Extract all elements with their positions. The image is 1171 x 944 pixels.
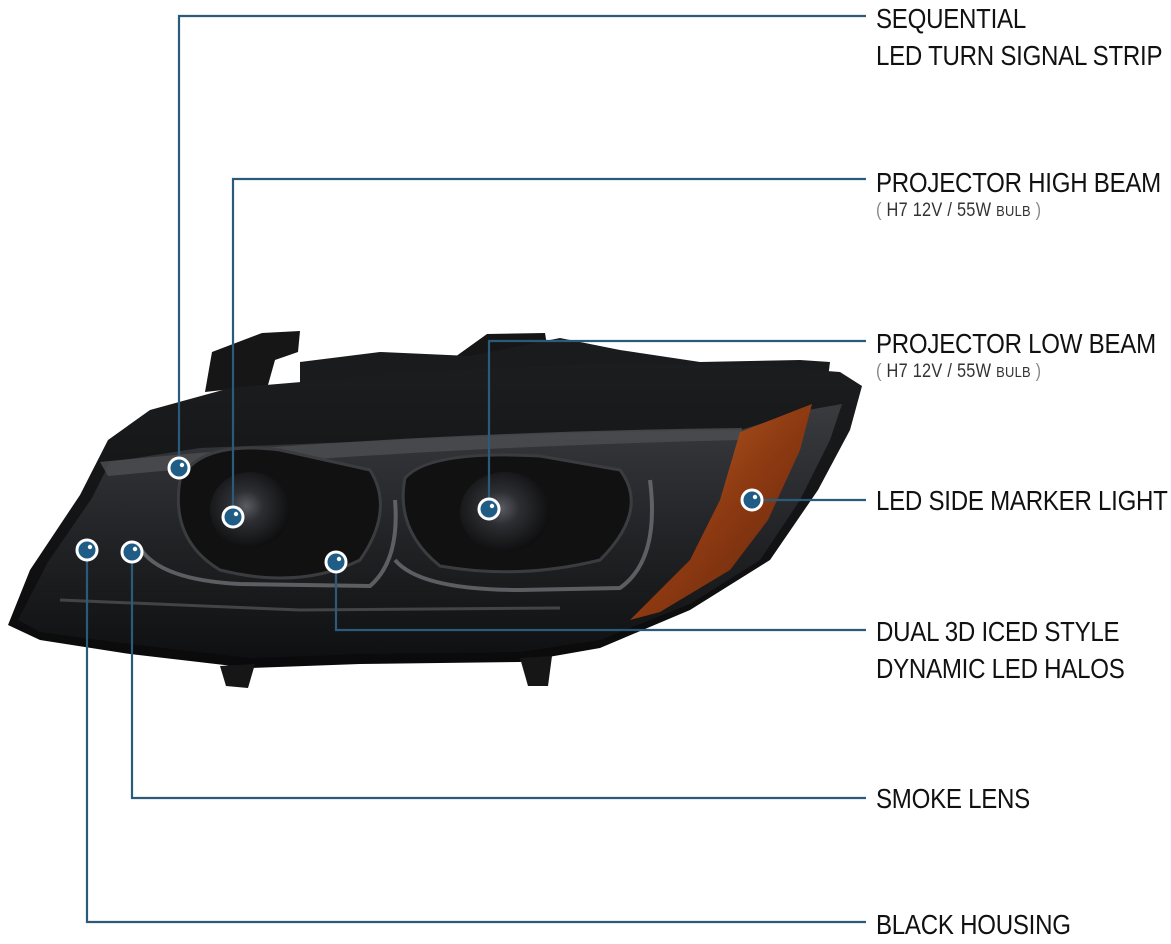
label-side-marker-line1: LED SIDE MARKER LIGHT — [876, 485, 1168, 516]
leader-housing — [85, 550, 866, 924]
label-high-beam: PROJECTOR HIGH BEAM ( H7 12V / 55W BULB … — [876, 164, 1171, 222]
label-low-beam-spec-main: H7 12V / 55W — [886, 361, 992, 382]
label-high-beam-line1: PROJECTOR HIGH BEAM — [876, 167, 1161, 198]
headlight-assembly — [8, 331, 862, 688]
leader-high-beam — [231, 177, 866, 517]
label-smoke-lens-line1: SMOKE LENS — [876, 783, 1030, 814]
side-marker-lens — [630, 404, 812, 620]
label-low-beam: PROJECTOR LOW BEAM ( H7 12V / 55W BULB ) — [876, 325, 1171, 383]
label-halos: DUAL 3D ICED STYLE DYNAMIC LED HALOS — [876, 613, 1165, 687]
low-beam-projector — [460, 472, 550, 552]
mount-tab-bottom-left — [220, 664, 255, 688]
label-high-beam-spec-main: H7 12V / 55W — [886, 200, 992, 221]
label-high-beam-spec-small: BULB — [996, 203, 1031, 220]
leader-smoke-lens — [130, 552, 866, 800]
leader-low-beam — [487, 339, 866, 509]
label-low-beam-line1: PROJECTOR LOW BEAM — [876, 328, 1156, 359]
label-housing: BLACK HOUSING — [876, 906, 1102, 943]
leader-lines — [85, 14, 866, 924]
label-housing-line1: BLACK HOUSING — [876, 909, 1071, 940]
dot-marker-icon — [75, 538, 99, 562]
dot-marker-icon — [221, 505, 245, 529]
label-side-marker: LED SIDE MARKER LIGHT — [876, 482, 1171, 519]
dot-marker-icon — [120, 540, 144, 564]
dot-markers — [75, 456, 764, 574]
label-smoke-lens: SMOKE LENS — [876, 780, 1055, 817]
halo-ring-right — [393, 479, 654, 593]
leader-turn-signal — [177, 14, 866, 468]
leader-halos — [334, 562, 866, 632]
dot-marker-icon — [477, 497, 501, 521]
label-halos-line1: DUAL 3D ICED STYLE — [876, 616, 1120, 647]
dot-marker-icon — [324, 550, 348, 574]
label-low-beam-spec: ( H7 12V / 55W BULB ) — [876, 361, 1042, 382]
mount-bracket-left — [205, 331, 300, 392]
label-turn-signal-line2: LED TURN SIGNAL STRIP — [876, 40, 1163, 71]
dot-marker-icon — [740, 488, 764, 512]
label-high-beam-spec: ( H7 12V / 55W BULB ) — [876, 200, 1042, 221]
high-beam-projector — [210, 472, 290, 548]
label-low-beam-spec-small: BULB — [996, 364, 1031, 381]
halo-lower-strip — [59, 598, 561, 612]
label-turn-signal: SEQUENTIAL LED TURN SIGNAL STRIP — [876, 0, 1171, 74]
turn-signal-strip — [100, 428, 742, 476]
dot-marker-icon — [167, 456, 191, 480]
label-turn-signal-line1: SEQUENTIAL — [876, 3, 1026, 34]
mount-tab-bottom-right — [520, 656, 552, 686]
halo-ring-left — [138, 499, 398, 589]
label-halos-line2: DYNAMIC LED HALOS — [876, 653, 1125, 684]
